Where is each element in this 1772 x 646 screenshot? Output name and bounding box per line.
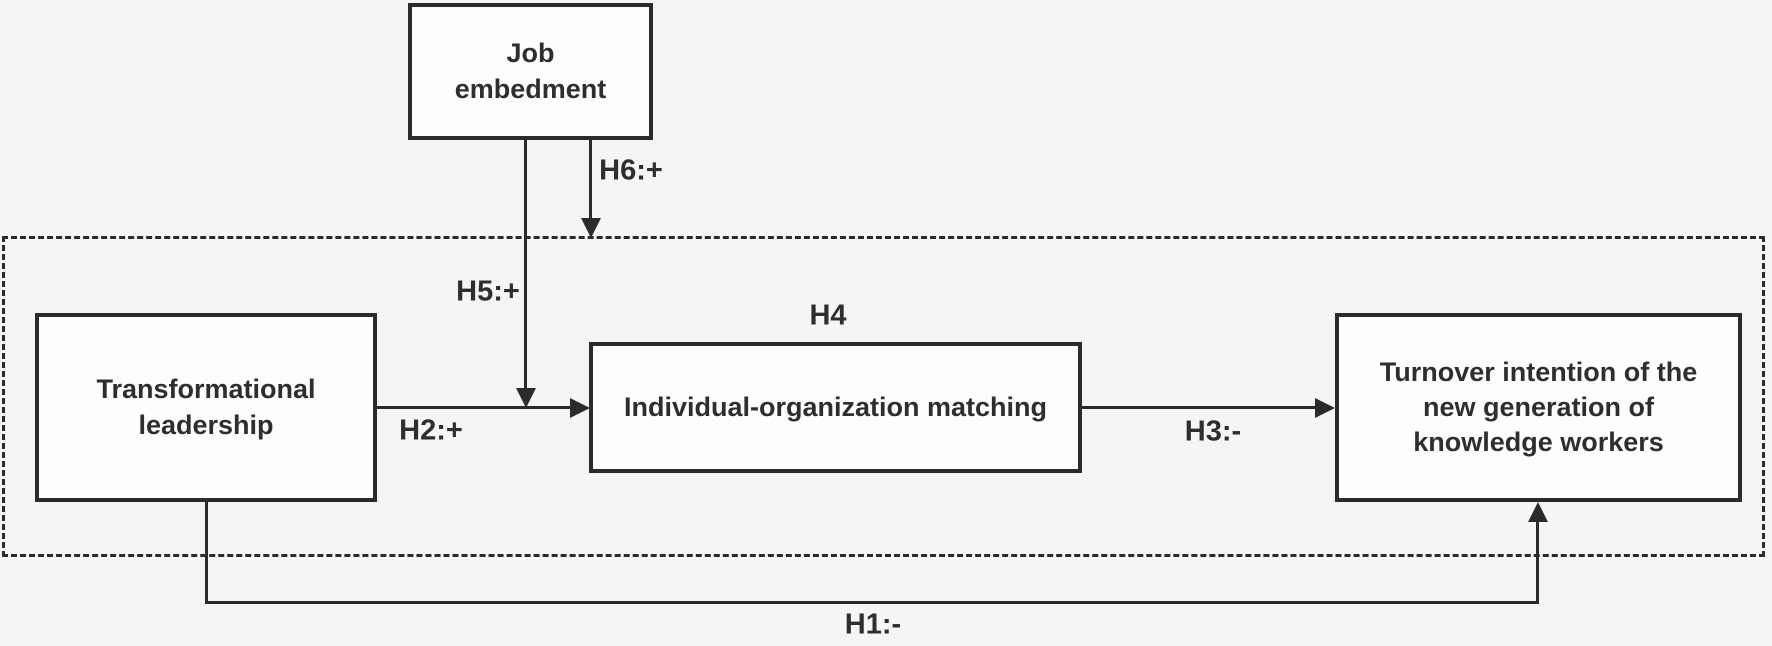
- edge-label-h4: H4: [809, 299, 847, 332]
- edge-label-h5: H5:+: [456, 275, 520, 308]
- edge-h6-line: [589, 139, 592, 220]
- dashed-boundary: [2, 236, 1765, 557]
- edge-label-h1: H1:-: [844, 608, 902, 641]
- node-individual-organization-matching: Individual-organization matching: [589, 342, 1082, 473]
- edge-h3-line: [1082, 406, 1317, 409]
- h1-arrowhead-up-icon: [1528, 502, 1548, 522]
- node-job-embedment: Job embedment: [408, 3, 653, 140]
- edge-label-h6: H6:+: [599, 154, 663, 187]
- edge-h1-line-up: [1536, 520, 1539, 604]
- h5-arrowhead-down-icon: [516, 388, 536, 408]
- edge-h1-line-down: [205, 502, 208, 604]
- node-turnover-intention: Turnover intention of the new generation…: [1335, 313, 1742, 502]
- edge-label-h2: H2:+: [399, 414, 463, 447]
- edge-label-h3: H3:-: [1184, 415, 1242, 448]
- node-transformational-leadership: Transformational leadership: [35, 313, 377, 502]
- h2-arrowhead-right-icon: [570, 398, 590, 418]
- h6-arrowhead-down-icon: [581, 218, 601, 238]
- edge-h1-line-across: [205, 601, 1539, 604]
- edge-h5-line: [524, 139, 527, 390]
- edge-h2-line: [377, 406, 572, 409]
- h3-arrowhead-right-icon: [1315, 398, 1335, 418]
